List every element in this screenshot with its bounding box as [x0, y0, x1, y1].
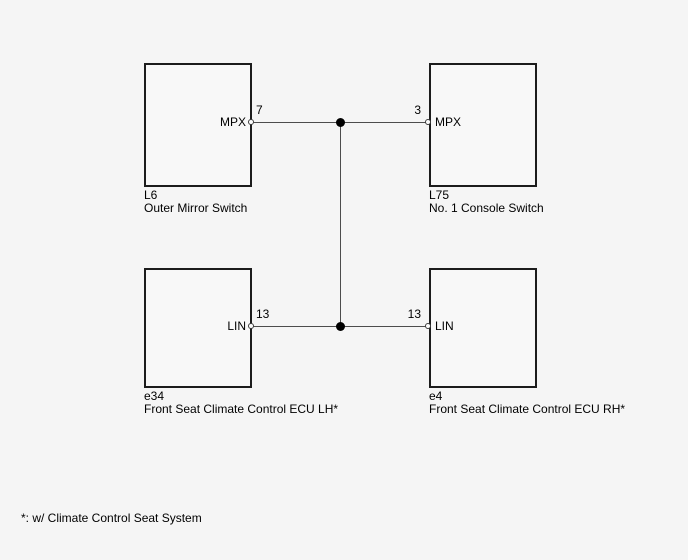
pin-number-l6: 7	[256, 103, 263, 117]
signal-label-e4: LIN	[435, 319, 454, 333]
component-name-l75: No. 1 Console Switch	[429, 201, 544, 215]
signal-label-l6: MPX	[219, 115, 246, 129]
footnote: *: w/ Climate Control Seat System	[21, 511, 202, 525]
pin-number-e4: 13	[407, 307, 421, 321]
signal-label-l75: MPX	[435, 115, 462, 129]
component-name-l6: Outer Mirror Switch	[144, 201, 248, 215]
pin-number-e34: 13	[256, 307, 270, 321]
pin-terminal-l6	[248, 119, 254, 125]
junction-dot-bottom	[336, 322, 345, 331]
component-box-no1-console-switch	[429, 63, 537, 187]
component-box-seat-climate-ecu-lh	[144, 268, 252, 388]
component-code-l6: L6	[144, 188, 158, 202]
component-box-outer-mirror-switch	[144, 63, 252, 187]
component-code-e34: e34	[144, 389, 165, 403]
junction-dot-top	[336, 118, 345, 127]
signal-label-e34: LIN	[227, 319, 246, 333]
component-code-l75: L75	[429, 188, 450, 202]
wire-vertical-bus	[340, 122, 341, 327]
component-box-seat-climate-ecu-rh	[429, 268, 537, 388]
component-name-e34: Front Seat Climate Control ECU LH*	[144, 402, 339, 416]
pin-terminal-e4	[425, 323, 431, 329]
component-code-e4: e4	[429, 389, 443, 403]
pin-number-l75: 3	[414, 103, 421, 117]
pin-terminal-l75	[425, 119, 431, 125]
component-name-e4: Front Seat Climate Control ECU RH*	[429, 402, 626, 416]
pin-terminal-e34	[248, 323, 254, 329]
